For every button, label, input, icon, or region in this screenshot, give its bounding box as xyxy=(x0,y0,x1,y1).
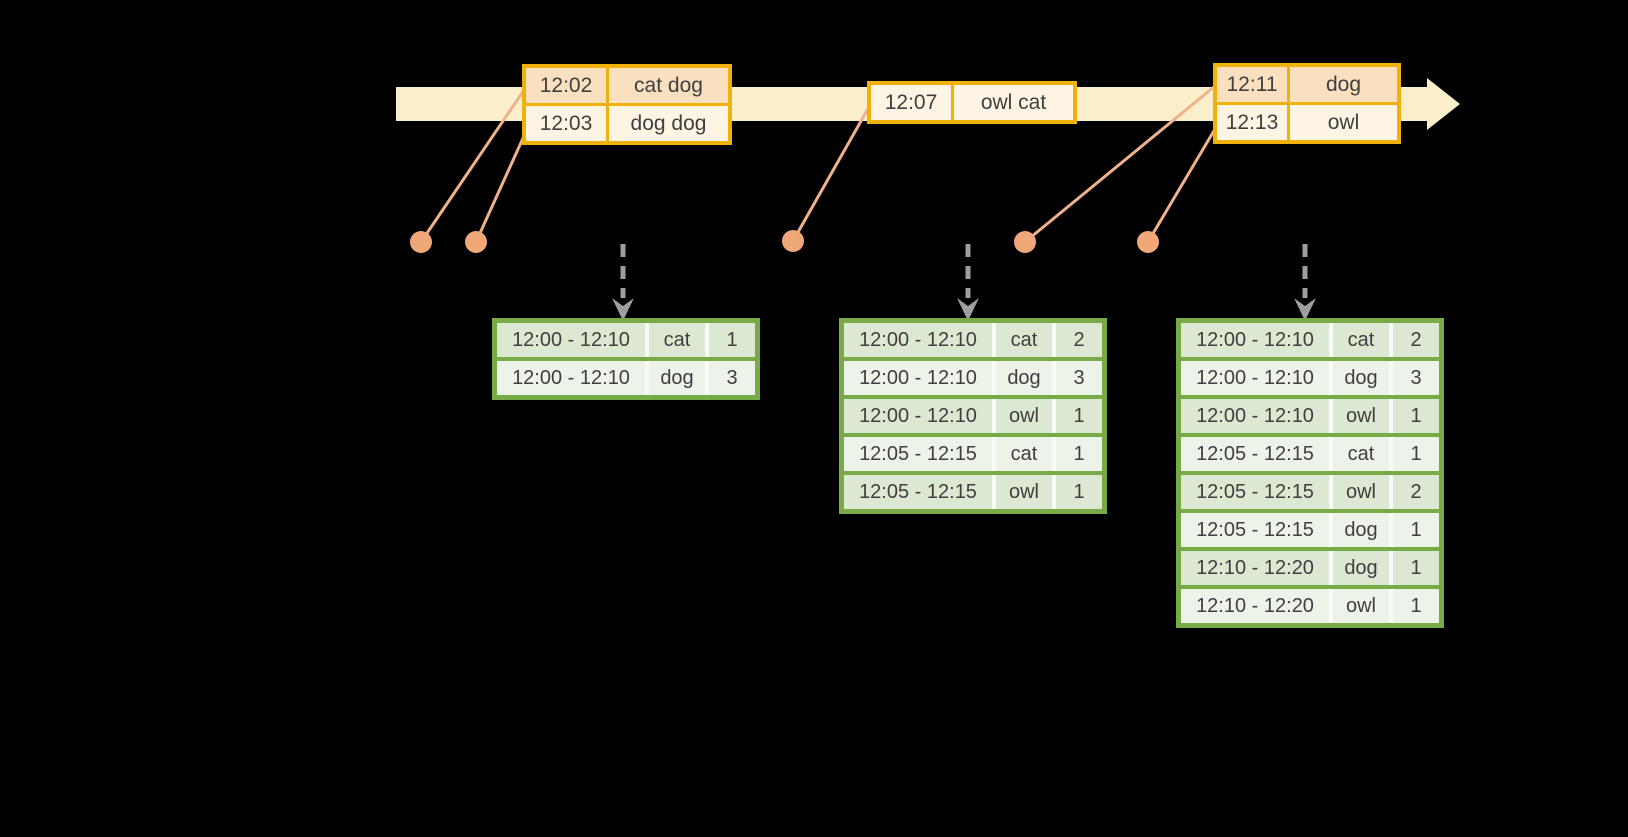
words-cell: cat dog xyxy=(606,68,728,103)
count-cell: 1 xyxy=(1389,513,1439,547)
word-cell: cat xyxy=(992,437,1052,471)
word-cell: cat xyxy=(992,323,1052,357)
window-cell: 12:00 - 12:10 xyxy=(497,361,645,395)
count-cell: 2 xyxy=(1389,323,1439,357)
word-cell: owl xyxy=(1329,399,1389,433)
count-cell: 1 xyxy=(1389,399,1439,433)
time-cell: 12:13 xyxy=(1217,105,1287,140)
count-cell: 3 xyxy=(1389,361,1439,395)
word-cell: dog xyxy=(1329,361,1389,395)
event-connector-line xyxy=(791,106,871,242)
window-cell: 12:05 - 12:15 xyxy=(1181,437,1329,471)
word-cell: dog xyxy=(992,361,1052,395)
time-cell: 12:02 xyxy=(526,68,606,103)
window-cell: 12:00 - 12:10 xyxy=(1181,399,1329,433)
event-dot xyxy=(465,231,487,253)
window-cell: 12:00 - 12:10 xyxy=(1181,323,1329,357)
count-cell: 2 xyxy=(1389,475,1439,509)
event-connector-line xyxy=(474,135,526,243)
count-cell: 2 xyxy=(1052,323,1102,357)
word-cell: dog xyxy=(645,361,705,395)
word-cell: owl xyxy=(1329,589,1389,623)
word-cell: owl xyxy=(992,475,1052,509)
count-cell: 3 xyxy=(1052,361,1102,395)
event-dot xyxy=(1137,231,1159,253)
count-cell: 1 xyxy=(705,323,755,357)
window-cell: 12:00 - 12:10 xyxy=(844,399,992,433)
count-cell: 1 xyxy=(1389,437,1439,471)
event-connector-line xyxy=(1146,128,1217,243)
time-cell: 12:11 xyxy=(1217,67,1287,102)
word-cell: owl xyxy=(992,399,1052,433)
words-cell: dog dog xyxy=(606,106,728,141)
count-cell: 1 xyxy=(1052,475,1102,509)
window-cell: 12:00 - 12:10 xyxy=(1181,361,1329,395)
word-cell: cat xyxy=(1329,437,1389,471)
window-cell: 12:00 - 12:10 xyxy=(844,361,992,395)
word-cell: owl xyxy=(1329,475,1389,509)
count-cell: 1 xyxy=(1389,551,1439,585)
window-cell: 12:05 - 12:15 xyxy=(1181,475,1329,509)
window-cell: 12:10 - 12:20 xyxy=(1181,589,1329,623)
window-cell: 12:00 - 12:10 xyxy=(844,323,992,357)
window-cell: 12:05 - 12:15 xyxy=(844,437,992,471)
window-cell: 12:05 - 12:15 xyxy=(844,475,992,509)
timeline-arrowhead-icon xyxy=(1427,78,1460,130)
words-cell: dog xyxy=(1287,67,1397,102)
window-cell: 12:00 - 12:10 xyxy=(497,323,645,357)
count-cell: 1 xyxy=(1052,437,1102,471)
count-cell: 3 xyxy=(705,361,755,395)
time-cell: 12:03 xyxy=(526,106,606,141)
word-cell: dog xyxy=(1329,551,1389,585)
event-dot xyxy=(1014,231,1036,253)
window-cell: 12:05 - 12:15 xyxy=(1181,513,1329,547)
count-cell: 1 xyxy=(1052,399,1102,433)
word-cell: dog xyxy=(1329,513,1389,547)
count-cell: 1 xyxy=(1389,589,1439,623)
word-cell: cat xyxy=(645,323,705,357)
words-cell: owl cat xyxy=(951,85,1073,120)
event-dot xyxy=(782,230,804,252)
window-cell: 12:10 - 12:20 xyxy=(1181,551,1329,585)
time-cell: 12:07 xyxy=(871,85,951,120)
event-dot xyxy=(410,231,432,253)
word-cell: cat xyxy=(1329,323,1389,357)
words-cell: owl xyxy=(1287,105,1397,140)
